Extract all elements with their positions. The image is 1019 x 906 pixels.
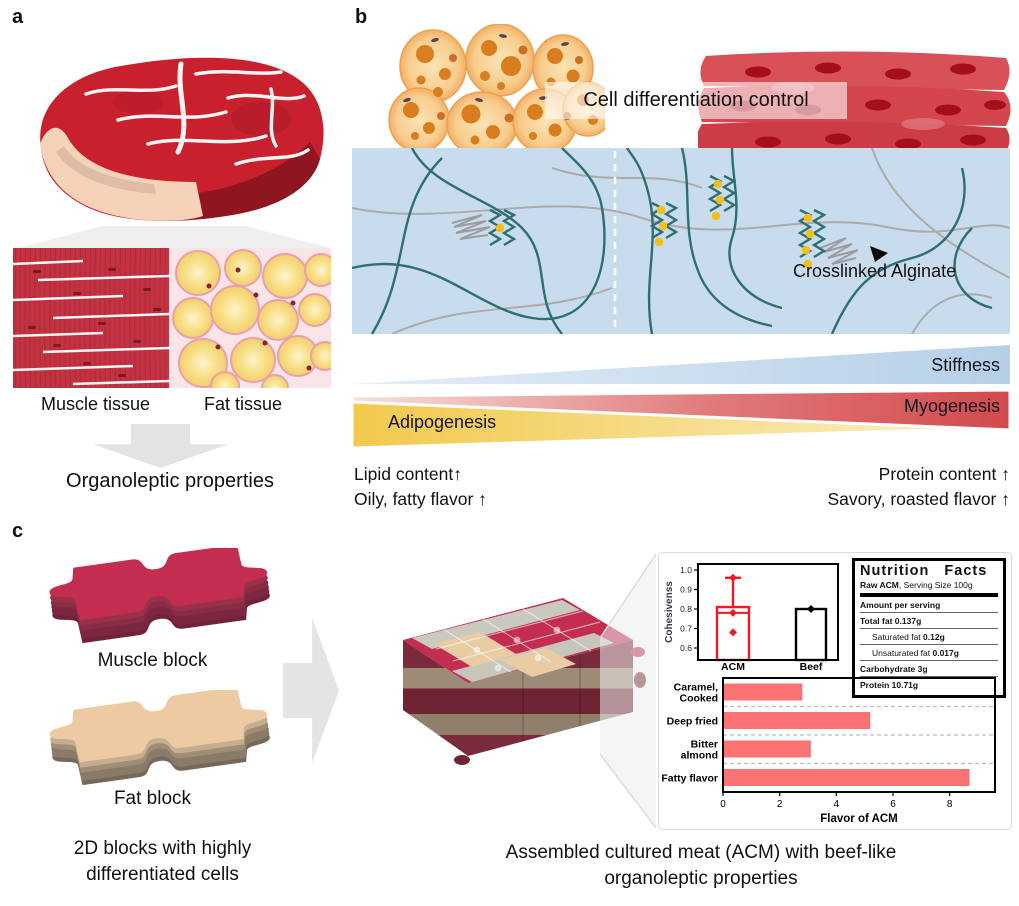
acm-caption: Assembled cultured meat (ACM) with beef-… <box>390 840 1012 892</box>
panel-b-label: b <box>355 6 368 28</box>
blocks-caption-line1: 2D blocks with highly <box>73 838 252 859</box>
nutrition-serving: Raw ACM, Serving Size 100g <box>860 579 998 592</box>
lipid-annotation: Lipid content↑ Oily, fatty flavor ↑ <box>354 462 487 512</box>
panel-a-label: a <box>12 6 24 28</box>
svg-text:ACM: ACM <box>721 661 745 673</box>
nutrition-row: Protein 10.71g <box>860 676 998 692</box>
crosslinked-alginate-label: Crosslinked Alginate <box>793 261 957 281</box>
protein-line2: Savory, roasted flavor ↑ <box>827 489 1010 509</box>
nutrition-serving-rest: , Serving Size 100g <box>898 580 973 590</box>
blocks-caption: 2D blocks with highly differentiated cel… <box>0 836 325 888</box>
muscle-tissue-label: Muscle tissue <box>40 394 151 414</box>
protein-line1: Protein content ↑ <box>878 464 1010 484</box>
nutrition-serving-bold: Raw ACM <box>860 580 899 590</box>
lipid-line2: Oily, fatty flavor ↑ <box>354 489 487 509</box>
svg-text:4: 4 <box>834 799 840 810</box>
myogenesis-wedge <box>352 388 1010 432</box>
organoleptic-label: Organoleptic properties <box>66 470 274 492</box>
svg-text:6: 6 <box>890 799 896 810</box>
svg-text:Cohesivenss: Cohesivenss <box>664 581 675 643</box>
inset-callout <box>600 553 657 829</box>
svg-text:8: 8 <box>947 799 953 810</box>
svg-text:Caramel,: Caramel, <box>674 681 718 693</box>
pointer-arrowhead-icon <box>870 246 888 262</box>
nutrition-row: Carbohydrate 3g <box>860 660 998 676</box>
nutrition-thick-rule <box>860 593 998 597</box>
svg-text:Fatty flavor: Fatty flavor <box>661 772 718 784</box>
svg-text:almond: almond <box>681 749 718 761</box>
acm-caption-line1: Assembled cultured meat (ACM) with beef-… <box>505 842 897 863</box>
svg-text:0.9: 0.9 <box>680 585 692 595</box>
projection-shadow <box>18 226 330 248</box>
steak-illustration <box>40 57 324 221</box>
lipid-line1: Lipid content↑ <box>354 464 462 484</box>
svg-text:Deep fried: Deep fried <box>667 715 718 727</box>
svg-text:Flavor of ACM: Flavor of ACM <box>820 813 898 825</box>
svg-text:0.8: 0.8 <box>680 604 692 614</box>
svg-text:0.6: 0.6 <box>680 643 692 653</box>
gradient-wedges <box>352 345 1010 450</box>
fat-block-puzzle-illustration <box>46 690 273 789</box>
nutrition-row: Total fat 0.137g <box>860 612 998 628</box>
acm-caption-line2: organoleptic properties <box>604 868 798 889</box>
nutrition-title: Nutrition Facts <box>860 563 988 579</box>
right-arrow-icon <box>283 618 339 763</box>
alginate-hydrogel-illustration <box>352 148 1010 334</box>
crosslink-dots <box>495 179 815 269</box>
nutrition-facts-panel: Nutrition Facts Raw ACM, Serving Size 10… <box>852 558 1006 698</box>
muscle-block-puzzle-illustration <box>46 548 273 647</box>
svg-text:2: 2 <box>777 799 783 810</box>
nutrition-row: Saturated fat 0.12g <box>860 628 998 644</box>
svg-text:0.7: 0.7 <box>680 624 692 634</box>
cell-differentiation-banner: Cell differentiation control <box>545 82 847 119</box>
svg-text:Beef: Beef <box>800 661 823 673</box>
protein-annotation: Protein content ↑ Savory, roasted flavor… <box>650 462 1010 512</box>
nutrition-row: Unsaturated fat 0.017g <box>860 644 998 660</box>
muscle-block-label: Muscle block <box>97 650 208 671</box>
down-arrow-icon <box>93 424 228 468</box>
stiffness-wedge <box>352 345 1010 384</box>
panel-c-label: c <box>12 520 24 542</box>
fat-tissue-label: Fat tissue <box>203 394 283 414</box>
stiffness-label: Stiffness <box>931 355 1000 375</box>
assembled-meat-illustration <box>403 598 646 765</box>
adipogenesis-label: Adipogenesis <box>388 412 497 432</box>
svg-text:0: 0 <box>720 799 726 810</box>
svg-text:Bitter: Bitter <box>691 738 718 750</box>
myogenesis-label: Myogenesis <box>903 396 1000 416</box>
svg-text:Cooked: Cooked <box>679 692 718 704</box>
tissue-micrograph-illustration <box>13 248 331 388</box>
fat-block-label: Fat block <box>113 788 192 809</box>
svg-text:1.0: 1.0 <box>680 565 692 575</box>
nutrition-amount-header: Amount per serving <box>860 599 941 610</box>
blocks-caption-line2: differentiated cells <box>86 864 239 885</box>
